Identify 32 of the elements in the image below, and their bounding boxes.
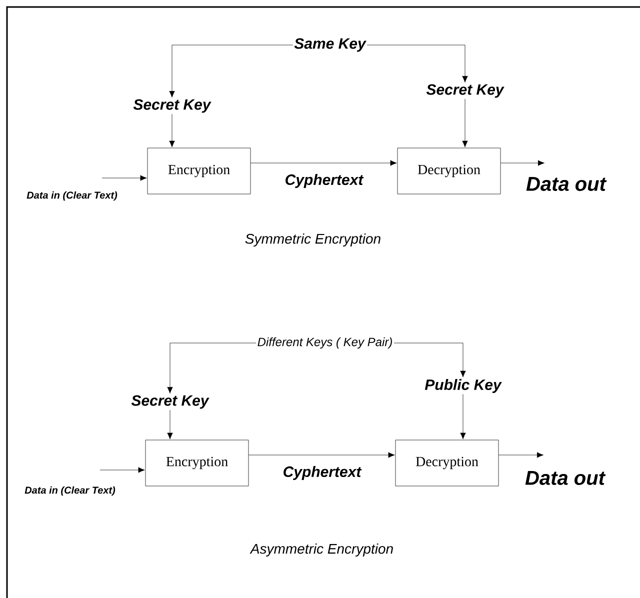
arrow — [394, 342, 466, 378]
arrow — [498, 452, 544, 458]
arrow — [366, 44, 468, 82]
diagram-caption: Asymmetric Encryption — [250, 543, 393, 557]
arrow — [167, 410, 173, 440]
arrow — [460, 394, 466, 440]
output-label: Data out — [525, 471, 606, 485]
arrow — [100, 467, 145, 473]
input-label: Data in (Clear Text) — [26, 191, 118, 201]
output-label: Data out — [526, 177, 607, 191]
process-box: Encryption — [145, 440, 249, 486]
arrow — [102, 175, 147, 181]
key-label: Different Keys ( Key Pair) — [258, 337, 392, 349]
process-box: Decryption — [397, 148, 501, 194]
edge-label: Cyphertext — [284, 173, 364, 189]
key-label: Secret Key — [131, 395, 210, 409]
arrow — [462, 98, 468, 148]
process-box: Encryption — [147, 148, 251, 194]
process-box: Decryption — [395, 440, 499, 486]
key-label: Public Key — [424, 379, 502, 393]
arrow — [167, 342, 256, 394]
key-label: Secret Key — [426, 84, 504, 98]
edge-label: Cyphertext — [282, 465, 362, 481]
key-label: Secret Key — [133, 99, 212, 113]
arrow — [250, 160, 397, 166]
arrow — [169, 44, 294, 98]
diagram-caption: Symmetric Encryption — [245, 233, 380, 247]
input-label: Data in (Clear Text) — [24, 486, 116, 496]
key-label: Same Key — [294, 38, 366, 52]
arrow — [500, 160, 544, 166]
arrow — [169, 114, 175, 148]
arrow — [248, 452, 395, 458]
